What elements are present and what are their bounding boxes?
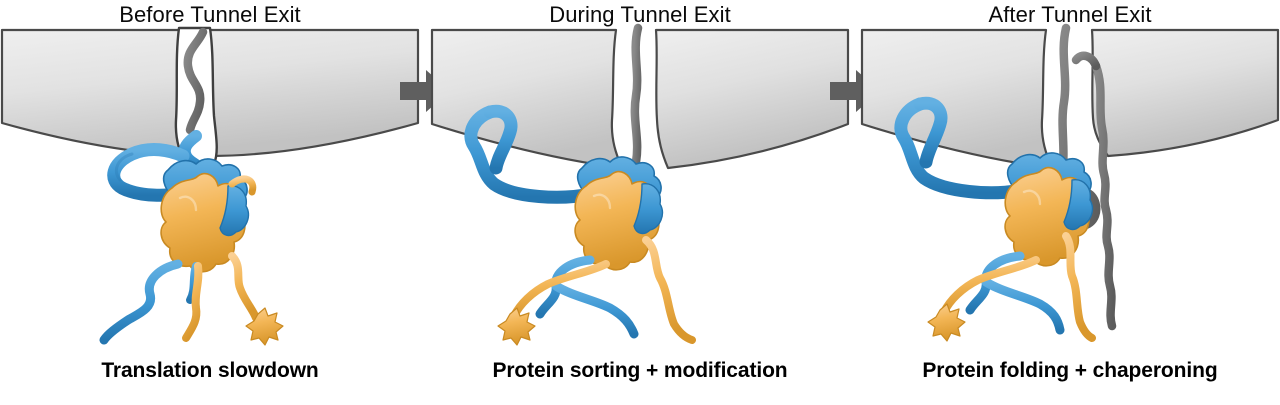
panel-artwork-before bbox=[0, 26, 420, 346]
orange-protein-globule bbox=[160, 172, 246, 273]
panel-caption: Protein folding + chaperoning bbox=[922, 359, 1218, 382]
orange-chain-tail-left bbox=[927, 256, 1040, 342]
orange-chain-terminus-star bbox=[245, 307, 284, 346]
arrow-cell-2 bbox=[830, 0, 880, 405]
blue-chain-tail bbox=[535, 255, 639, 339]
panel-before-tunnel-exit: Before Tunnel Exit bbox=[0, 0, 420, 405]
orange-chain-terminus-star bbox=[927, 303, 966, 342]
blue-factor-arm bbox=[464, 104, 597, 204]
ribosome-left-lobe bbox=[860, 28, 1054, 170]
panel-after-tunnel-exit: After Tunnel Exit bbox=[860, 0, 1280, 405]
ribosome-left-lobe bbox=[430, 28, 624, 170]
panel-artwork-after bbox=[860, 23, 1280, 342]
orange-chain-tail-left bbox=[497, 260, 610, 346]
orange-chain-tail-right bbox=[228, 252, 284, 346]
orange-chain-terminus-star bbox=[497, 307, 536, 346]
arrow-cell-1 bbox=[400, 0, 450, 405]
panel-caption: Translation slowdown bbox=[101, 359, 319, 382]
panel-artwork-during bbox=[430, 23, 850, 346]
blue-factor-right-lobe bbox=[1063, 179, 1094, 231]
panel-title: Before Tunnel Exit bbox=[119, 2, 301, 27]
orange-chain-tail-center bbox=[182, 262, 203, 342]
ribosome-right-lobe bbox=[654, 28, 850, 170]
ribosome-right-lobe bbox=[1090, 28, 1280, 158]
blue-factor-arm bbox=[107, 143, 197, 202]
nascent-chain-grey-in-tunnel bbox=[183, 27, 208, 135]
blue-chain-tail bbox=[99, 259, 200, 345]
blue-factor-right-lobe bbox=[219, 175, 257, 237]
panel-title: After Tunnel Exit bbox=[988, 2, 1152, 27]
orange-chain-tail-right bbox=[1062, 232, 1096, 342]
blue-factor-arm bbox=[894, 96, 1027, 200]
orange-chain-tail-right bbox=[642, 236, 696, 344]
panel-title: During Tunnel Exit bbox=[549, 2, 731, 27]
panel-during-tunnel-exit: During Tunnel Exit bbox=[430, 0, 850, 405]
panel-caption: Protein sorting + modification bbox=[492, 359, 788, 382]
blue-chain-tail bbox=[965, 251, 1065, 335]
blue-factor-right-lobe bbox=[633, 183, 664, 235]
